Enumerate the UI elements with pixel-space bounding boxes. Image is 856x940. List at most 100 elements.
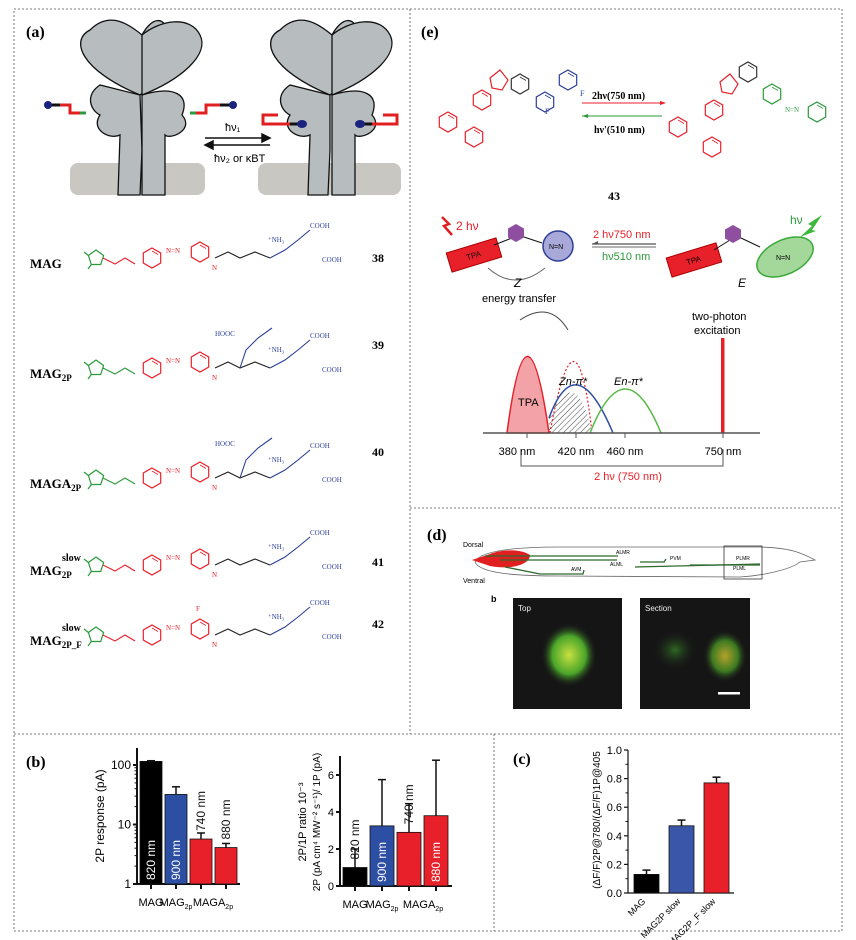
molecule-43-z: F F xyxy=(438,69,585,148)
excitation-label: excitation xyxy=(694,325,740,337)
atom-label: N xyxy=(212,641,217,649)
atom-label-hooc: HOOC xyxy=(215,330,235,338)
y-tick-label: 2 xyxy=(328,844,334,856)
cartoon-z-isomer xyxy=(441,216,574,281)
two-photon-line xyxy=(721,338,725,433)
y-tick-label: 0.0 xyxy=(607,888,622,900)
atom-label: ⁺NH₃ xyxy=(268,543,285,551)
group-label: MAGA2p xyxy=(193,897,233,911)
cartoon-right-hv: hν xyxy=(790,213,803,227)
compound-number: 40 xyxy=(372,445,384,459)
glutamate-bond xyxy=(239,437,273,479)
tether-open-right xyxy=(190,101,237,115)
cartoon-back-label: hν510 nm xyxy=(602,251,650,263)
atom-label: COOH xyxy=(310,332,330,340)
linker-bond xyxy=(102,257,136,265)
bar-label: 740 nm xyxy=(194,791,208,831)
tick-750: 750 nm xyxy=(705,446,742,458)
tick-460: 460 nm xyxy=(607,446,644,458)
group-label: MAG2p xyxy=(160,897,193,911)
backbone-bond xyxy=(214,361,271,369)
worm-outline xyxy=(474,546,817,578)
neuron-processes xyxy=(485,555,761,575)
maleimide-group xyxy=(83,556,105,577)
back-label: hν'(510 nm) xyxy=(594,125,645,136)
z-label: Z xyxy=(513,276,522,290)
compound-number: 39 xyxy=(372,338,384,352)
arrow-back-label: ħν₂ or κBT xyxy=(214,153,266,165)
tpa-label-z: TPA xyxy=(465,249,483,262)
y-tick-label: 0 xyxy=(328,881,334,893)
cartoon-arrows xyxy=(592,241,656,248)
y-axis-label: 2P (pA cm⁴ MW⁻² s⁻¹)/ 1P (pA) xyxy=(312,753,323,891)
atom-label: COOH xyxy=(310,599,330,607)
bar-label: 880 nm xyxy=(219,800,233,840)
maleimide-group xyxy=(83,249,105,270)
dorsal-label: Dorsal xyxy=(463,542,484,549)
cartoon-forward-label: 2 hν750 nm xyxy=(593,229,650,241)
bracket-label: 2 hν (750 nm) xyxy=(594,471,662,483)
atom-label: COOH xyxy=(310,222,330,230)
glutamate-bond xyxy=(269,339,311,369)
compound-number-43: 43 xyxy=(608,189,620,203)
azo-label: N=N xyxy=(785,106,799,114)
compound-name: MAGA2P xyxy=(30,476,82,493)
backbone-bond xyxy=(214,471,271,479)
tail-box xyxy=(723,545,763,580)
azo-label: N=N xyxy=(166,247,180,255)
glutamate-bond xyxy=(269,606,311,636)
linker-bond xyxy=(102,477,136,485)
e-band-label: En-π* xyxy=(614,376,643,388)
backbone-bond xyxy=(214,251,271,259)
neuron-label: PLMR xyxy=(736,556,750,562)
backbone-bond xyxy=(214,628,271,636)
y-tick-label: 0.4 xyxy=(607,831,622,843)
tick-420: 420 nm xyxy=(558,446,595,458)
image-section xyxy=(640,598,750,709)
panel-c-label: (c) xyxy=(513,751,531,768)
bar xyxy=(396,831,422,887)
shifted-tpa-band xyxy=(549,361,593,434)
bar xyxy=(703,782,730,894)
group-label: MAG2p xyxy=(366,899,399,913)
receptor-closed xyxy=(270,19,393,196)
panel-a-label: (a) xyxy=(26,24,45,41)
maleimide-group xyxy=(83,626,105,647)
atom-label: ⁺NH₃ xyxy=(268,613,285,621)
receptor-open xyxy=(80,19,203,196)
chart-fluorescence-ratio: 0.00.20.40.60.81.0(ΔF/F)2P@780/(ΔF/F)1P@… xyxy=(592,745,734,940)
sub-panel-b-label: b xyxy=(491,594,497,604)
reaction-arrows-43 xyxy=(582,101,666,118)
compound-number: 38 xyxy=(372,251,384,265)
image-top xyxy=(513,598,622,709)
overlap-region xyxy=(549,392,592,433)
tpa-band xyxy=(506,356,550,434)
arrow-forward-label: ħν₁ xyxy=(225,122,241,134)
bar xyxy=(668,825,695,894)
glutamate-bond xyxy=(269,449,311,479)
panel-d-label: (d) xyxy=(427,527,447,544)
phenyl-ring xyxy=(142,624,162,646)
compound-number: 42 xyxy=(372,617,384,631)
atom-label: F xyxy=(196,605,200,613)
atom-label: COOH xyxy=(322,563,342,571)
y-tick-label: 1.0 xyxy=(607,745,622,757)
maleimide-group xyxy=(83,469,105,490)
equilibrium-arrows xyxy=(203,132,272,151)
neuron-label: PLML xyxy=(733,566,746,572)
spectrum-tpa-label: TPA xyxy=(518,397,539,409)
phenyl-ring xyxy=(142,554,162,576)
spectrum-diagram xyxy=(483,311,760,467)
phenyl-ring xyxy=(190,351,210,373)
bar xyxy=(214,847,238,885)
bar-label: 740 nm xyxy=(402,784,416,824)
energy-transfer-arrow xyxy=(519,311,569,331)
neuron-label: AVM xyxy=(571,567,581,573)
glutamate-bond xyxy=(269,229,311,259)
